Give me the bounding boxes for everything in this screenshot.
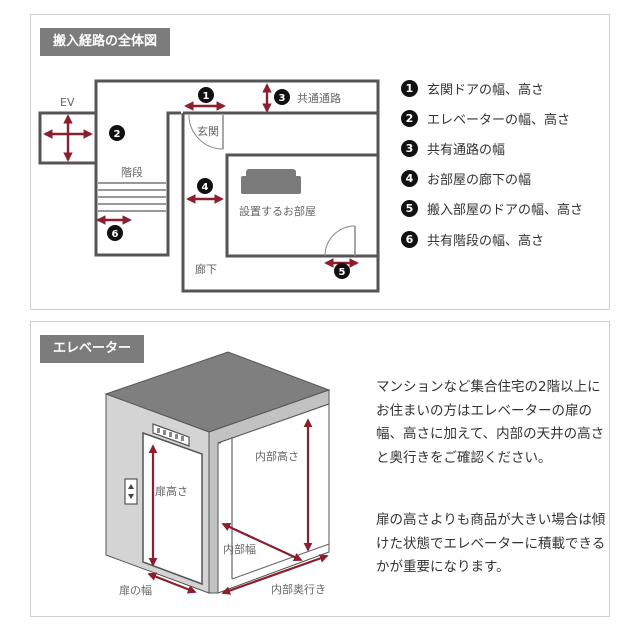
svg-text:5: 5	[339, 267, 346, 278]
inner-depth-arrow	[221, 554, 329, 595]
measure-arrows	[43, 83, 359, 268]
inner-height-label: 内部高さ	[255, 449, 299, 463]
route-title: 搬入経路の全体図	[40, 28, 171, 56]
inner-depth-label: 内部奥行き	[271, 582, 326, 596]
svg-text:2: 2	[114, 129, 121, 140]
inner-width-arrow	[221, 522, 303, 562]
ev-label: EV	[60, 96, 75, 109]
floor-indicator-lights	[157, 428, 184, 441]
entrance-label: 玄関	[197, 124, 219, 138]
stairs-walls	[94, 111, 181, 257]
entrance-door-swing	[188, 114, 224, 150]
elevator-measure-arrows	[147, 418, 329, 595]
elevator-door	[142, 431, 203, 586]
route-legend: 1 玄関ドアの幅、高さ 2 エレベーターの幅、高さ 3 共有通路の幅 4 お部屋の廊下の…	[401, 73, 583, 254]
legend-number: 5	[401, 200, 418, 218]
door-height-label: 扉高さ	[155, 484, 188, 498]
room-label: 設置するお部屋	[239, 204, 316, 218]
legend-text: 玄関ドアの幅、高さ	[427, 82, 545, 98]
legend-text: エレベーターの幅、高さ	[427, 112, 571, 128]
legend-number: 2	[401, 109, 418, 127]
legend-text: 共有階段の幅、高さ	[427, 233, 545, 249]
marker-4: 4	[197, 178, 213, 194]
door-width-arrow	[147, 572, 197, 594]
marker-2: 2	[109, 125, 125, 141]
legend-number: 4	[401, 170, 418, 188]
svg-text:4: 4	[202, 182, 209, 193]
marker-3: 3	[274, 89, 290, 105]
legend-text: 共有通路の幅	[427, 142, 506, 158]
legend-number: 1	[401, 79, 418, 97]
legend-item: 4 お部屋の廊下の幅	[401, 164, 583, 194]
legend-item: 5 搬入部屋のドアの幅、高さ	[401, 194, 583, 224]
down-button-icon	[128, 494, 134, 499]
legend-text: 搬入部屋のドアの幅、高さ	[427, 203, 584, 219]
door-width-label: 扉の幅	[119, 584, 152, 597]
svg-text:6: 6	[112, 229, 119, 240]
elevator-description-1: マンションなど集合住宅の2階以上にお住まいの方はエレベーターの扉の幅、高さに加え…	[376, 379, 605, 466]
marker-6: 6	[107, 225, 123, 241]
elevator-description-2: 扉の高さよりも商品が大きい場合は傾けた状態でエレベーターに積載できるかが重要にな…	[376, 512, 606, 575]
room-door-swing	[324, 225, 356, 257]
svg-text:3: 3	[279, 93, 286, 104]
room-walls	[225, 153, 380, 258]
route-panel: 搬入経路の全体図 EV 階段 玄関	[30, 14, 610, 310]
legend-item: 6 共有階段の幅、高さ	[401, 224, 583, 254]
call-button-panel	[124, 478, 138, 505]
legend-item: 1 玄関ドアの幅、高さ	[401, 73, 583, 103]
legend-text: お部屋の廊下の幅	[427, 173, 532, 189]
elevator-illustration: 扉高さ 扉の幅 内部高さ 内部幅 内部奥行き	[104, 351, 331, 597]
up-button-icon	[128, 484, 134, 489]
common-corridor-label: 共通通路	[297, 92, 341, 105]
inner-width-label: 内部幅	[223, 542, 256, 556]
svg-text:1: 1	[203, 91, 210, 102]
legend-number: 6	[401, 230, 418, 248]
hallway-label: 廊下	[195, 262, 217, 276]
legend-number: 3	[401, 139, 418, 157]
elevator-title: エレベーター	[40, 335, 145, 363]
floor-plan: EV 階段 玄関 設置するお部屋 廊下 共通通路	[38, 79, 380, 293]
stairs-steps	[98, 182, 166, 212]
legend-item: 2 エレベーターの幅、高さ	[401, 103, 583, 133]
legend-item: 3 共有通路の幅	[401, 133, 583, 163]
sofa-icon	[241, 169, 301, 194]
marker-5: 5	[334, 263, 350, 279]
elevator-panel: エレベーター	[30, 321, 610, 617]
marker-1: 1	[198, 87, 214, 103]
stairs-label: 階段	[121, 165, 143, 179]
